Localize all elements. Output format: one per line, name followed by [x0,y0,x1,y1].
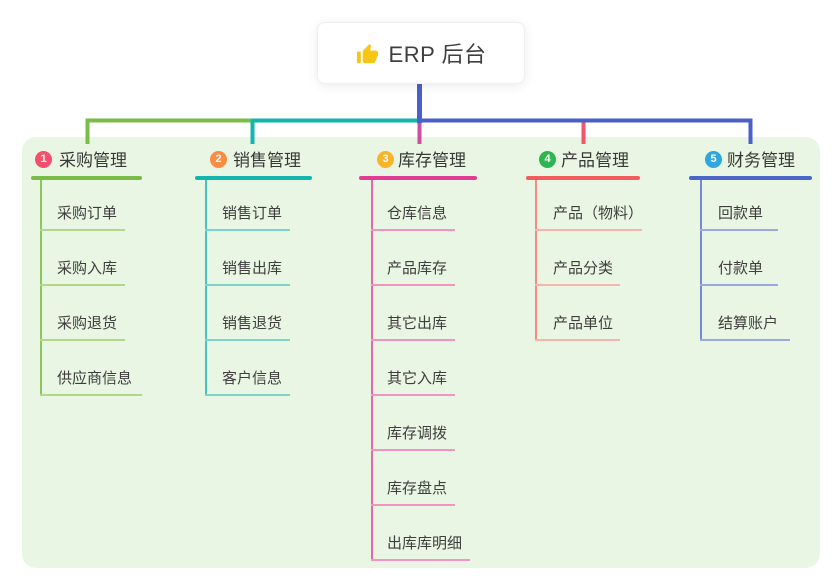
branch-child-connector-2 [205,180,207,396]
branch-node-5[interactable]: 财务管理 [727,151,795,170]
child-node[interactable]: 出库库明细 [387,535,463,552]
child-node[interactable]: 产品库存 [387,260,448,277]
child-node[interactable]: 销售退货 [222,315,283,332]
child-node[interactable]: 客户信息 [222,370,283,387]
item-underline [371,504,455,506]
item-underline [40,339,125,341]
branch-node-3[interactable]: 库存管理 [398,151,466,170]
child-node[interactable]: 库存盘点 [387,480,448,497]
branch-child-connector-1 [40,180,42,396]
child-node[interactable]: 产品单位 [553,315,614,332]
child-node[interactable]: 回款单 [718,205,764,222]
root-title: ERP 后台 [388,42,487,67]
child-node[interactable]: 销售订单 [222,205,283,222]
child-node[interactable]: 仓库信息 [387,205,448,222]
branch-underline-5 [689,176,812,180]
child-node[interactable]: 结算账户 [718,315,779,332]
branch-underline-4 [526,176,640,180]
thumbs-up-icon [356,43,378,63]
item-underline [40,394,142,396]
branch-child-connector-3 [371,180,373,561]
child-node[interactable]: 供应商信息 [57,370,133,387]
item-underline [40,229,125,231]
child-node[interactable]: 销售出库 [222,260,283,277]
child-node[interactable]: 付款单 [718,260,764,277]
priority-badge-2: 2 [210,151,227,168]
item-underline [700,339,790,341]
child-node[interactable]: 其它入库 [387,370,448,387]
item-underline [535,339,620,341]
item-underline [535,284,620,286]
child-node[interactable]: 采购订单 [57,205,118,222]
item-underline [205,284,290,286]
item-underline [371,284,455,286]
branch-underline-2 [195,176,312,180]
item-underline [40,284,125,286]
branch-node-4[interactable]: 产品管理 [561,151,629,170]
child-node[interactable]: 库存调拨 [387,425,448,442]
child-node[interactable]: 采购退货 [57,315,118,332]
branch-node-1[interactable]: 采购管理 [59,151,127,170]
item-underline [371,559,470,561]
branch-underline-1 [31,176,142,180]
child-node[interactable]: 其它出库 [387,315,448,332]
item-underline [205,229,290,231]
priority-badge-4: 4 [539,151,556,168]
branch-underline-3 [359,176,477,180]
item-underline [700,229,778,231]
item-underline [205,339,290,341]
priority-badge-5: 5 [705,151,722,168]
child-node[interactable]: 采购入库 [57,260,118,277]
branch-child-connector-5 [700,180,702,341]
root-node[interactable]: ERP 后台 [317,22,525,84]
branch-node-2[interactable]: 销售管理 [233,151,301,170]
item-underline [371,339,455,341]
group-panel [22,137,820,568]
priority-badge-3: 3 [377,151,394,168]
child-node[interactable]: 产品分类 [553,260,614,277]
item-underline [700,284,778,286]
priority-badge-1: 1 [35,151,52,168]
item-underline [371,394,455,396]
child-node[interactable]: 产品（物料） [553,205,644,222]
branch-child-connector-4 [535,180,537,341]
item-underline [371,229,455,231]
item-underline [205,394,290,396]
item-underline [371,449,455,451]
item-underline [535,229,642,231]
